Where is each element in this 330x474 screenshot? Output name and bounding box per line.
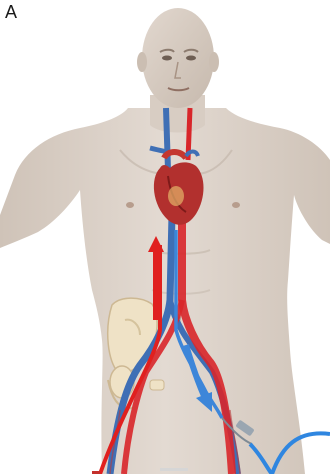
scale-mark (160, 468, 188, 471)
head (137, 8, 219, 108)
